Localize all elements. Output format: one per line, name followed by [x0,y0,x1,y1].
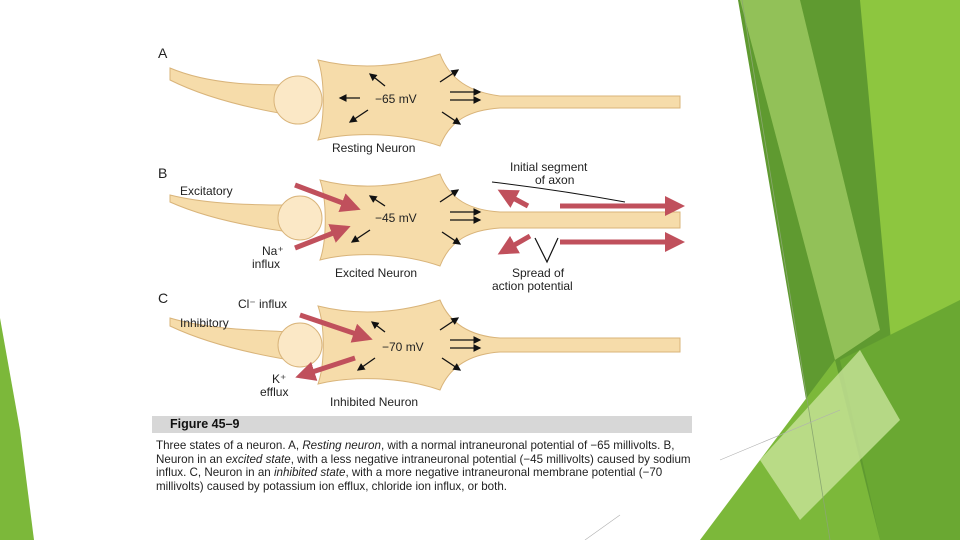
panel-a-terminal-bouton [273,75,323,125]
figure-caption: Three states of a neuron. A, Resting neu… [156,439,696,493]
panel-b-segment-label-1: Initial segment [510,160,588,174]
panel-c: C Cl⁻ influx Inhibitory −70 mV K⁺ efflux… [158,290,681,409]
panel-b-terminal-bouton [277,195,323,241]
panel-b-state-label: Excited Neuron [335,266,417,280]
caption-text-4: , with a more negative intraneuronal mem… [156,466,663,493]
panel-b-spread-label-2: action potential [492,279,573,293]
pale-facet [760,350,900,520]
left-green-stripe [0,318,34,540]
panel-c-ion-label-1: K⁺ [272,372,286,386]
caption-italic-3: inhibited state [273,466,346,479]
thin-line-2 [719,409,841,461]
panel-c-letter: C [158,290,168,306]
panel-c-ion-arrows [295,312,373,381]
panel-b-spread-caret [534,237,559,264]
panel-a-state-label: Resting Neuron [332,141,415,155]
panel-a: A −65 mV Resting Neuron [158,45,681,155]
panel-b-soma [319,173,681,267]
panel-b-segment-bracket [491,181,626,203]
panel-b-segment-label-2: of axon [535,173,574,187]
figure-label: Figure 45–9 [170,417,240,431]
caption-text-2: , with a normal intraneuronal potential … [156,439,675,466]
panel-a-soma [317,53,681,147]
panel-c-potential: −70 mV [382,340,424,354]
thin-line [741,0,831,540]
panel-c-terminal-bouton [277,322,323,368]
panel-b-potential: −45 mV [375,211,417,225]
caption-text-3: , with a less negative intraneuronal pot… [156,452,691,480]
panel-a-potential: −65 mV [375,92,417,106]
panel-b-ion-label-2: influx [252,257,280,271]
panel-b: B Excitatory −45 mV Initial segment of a… [158,160,685,293]
panel-b-ion-arrows [294,182,685,255]
panel-c-state-label: Inhibited Neuron [330,395,418,409]
panel-c-ion-label-top: Cl⁻ influx [238,297,287,311]
panel-c-soma [317,299,681,391]
panel-c-ion-label-2: efflux [260,385,288,399]
panel-a-presynaptic-axon [169,67,291,116]
panel-b-spread-label-1: Spread of [512,266,565,280]
panel-b-arrows [350,189,482,245]
panel-c-input-label: Inhibitory [180,316,229,330]
panel-b-input-label: Excitatory [180,184,233,198]
caption-text-1: Three states of a neuron. A, [156,439,303,452]
panel-a-letter: A [158,45,168,61]
caption-italic-2: excited state [225,452,291,466]
panel-c-arrows [356,317,482,371]
right-green-panel-pale [740,0,880,360]
panel-b-presynaptic-axon [169,194,291,233]
panel-a-arrows [338,69,482,125]
caption-italic-1: Resting neuron [302,439,381,452]
thin-line-3 [584,514,621,540]
figure-label-bar: Figure 45–9 [152,416,692,433]
panel-b-ion-label-1: Na⁺ [262,244,284,258]
neuron-states-diagram: A −65 mV Resting Neuron B Excitatory −45… [158,45,685,409]
panel-b-letter: B [158,165,167,181]
